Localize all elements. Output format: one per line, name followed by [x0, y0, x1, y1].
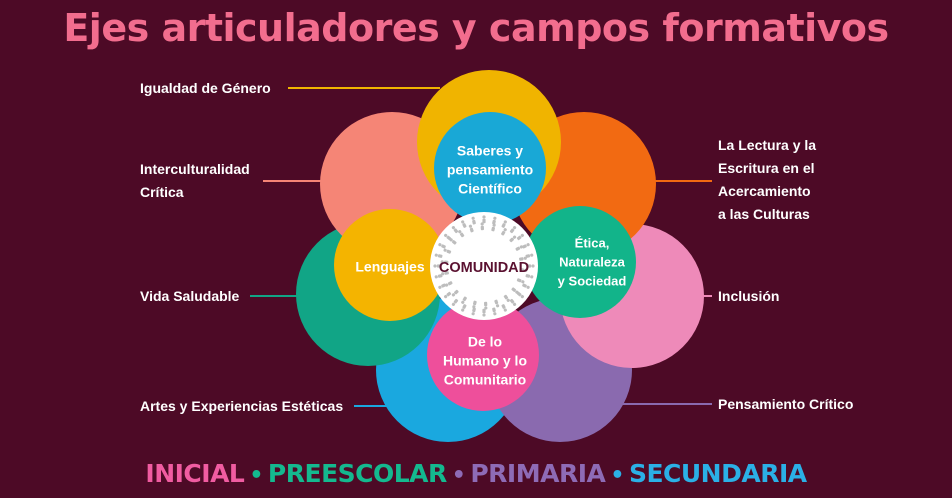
person-glyph [522, 243, 530, 249]
person-glyph [438, 283, 446, 289]
person-glyph [438, 243, 446, 249]
person-glyph [482, 308, 486, 317]
person-glyph [451, 226, 459, 234]
person-glyph [526, 264, 535, 268]
person-glyph [441, 271, 449, 276]
field-label-etica: Ética, Naturaleza y Sociedad [557, 235, 627, 289]
level-separator: • [451, 463, 466, 488]
person-glyph [491, 223, 496, 232]
education-levels: INICIAL•PREESCOLAR•PRIMARIA•SECUNDARIA [0, 456, 952, 494]
person-glyph [516, 233, 524, 241]
person-glyph [525, 274, 534, 279]
person-glyph [501, 228, 507, 236]
person-glyph [449, 238, 457, 245]
person-glyph [480, 222, 484, 231]
person-glyph [445, 281, 453, 287]
person-glyph [434, 274, 443, 279]
person-glyph [501, 220, 507, 228]
person-glyph [494, 299, 500, 308]
field-label-saberes: Saberes y pensamiento Científico [446, 142, 534, 197]
person-glyph [484, 301, 488, 310]
person-glyph [471, 307, 476, 316]
person-glyph [492, 307, 497, 316]
person-glyph [461, 296, 467, 304]
person-glyph [443, 248, 452, 254]
axis-label-pensamiento: Pensamiento Crítico [718, 396, 854, 412]
person-glyph [516, 278, 525, 284]
field-label-lenguajes: Lenguajes [355, 258, 425, 275]
axis-label-vida: Vida Saludable [140, 288, 240, 304]
person-glyph [468, 224, 474, 233]
person-glyph [458, 230, 465, 238]
axis-label-igualdad: Igualdad de Género [140, 80, 271, 96]
person-glyph [522, 283, 530, 289]
level-preescolar: PREESCOLAR [267, 459, 447, 488]
person-glyph [482, 215, 486, 224]
person-glyph [515, 245, 523, 251]
person-glyph [444, 291, 452, 299]
level-secundaria: SECUNDARIA [628, 459, 807, 488]
page-title: Ejes articuladores y campos formativos [63, 6, 889, 50]
person-glyph [511, 287, 519, 294]
axis-label-interculturalidad: Interculturalidad Crítica [140, 161, 250, 200]
person-glyph [472, 300, 477, 309]
person-glyph [471, 216, 476, 225]
person-glyph [509, 235, 517, 243]
field-etica [524, 206, 636, 318]
person-glyph [461, 304, 467, 312]
person-glyph [440, 260, 449, 264]
field-saberes [434, 112, 546, 224]
field-lenguajes [334, 209, 446, 321]
axis-label-lectura: La Lectura y la Escritura en el Acercami… [718, 137, 817, 222]
person-glyph [451, 289, 459, 297]
level-primaria: PRIMARIA [470, 459, 606, 488]
person-glyph [519, 268, 528, 272]
center-inner-disc [450, 232, 518, 300]
axis-label-artes: Artes y Experiencias Estéticas [140, 398, 344, 414]
field-label-humano: De lo Humano y lo Comunitario [442, 333, 528, 388]
person-glyph [509, 298, 517, 306]
person-glyph [519, 256, 527, 261]
person-glyph [451, 298, 459, 306]
person-glyph [461, 220, 467, 228]
level-inicial: INICIAL [145, 459, 245, 488]
person-glyph [503, 294, 510, 302]
level-separator: • [249, 463, 263, 488]
person-glyph [433, 264, 442, 268]
person-glyph [509, 226, 517, 234]
person-glyph [492, 216, 497, 225]
person-glyph [525, 253, 534, 258]
field-humano [427, 299, 539, 411]
level-separator: • [610, 463, 624, 488]
center-label: COMUNIDAD [438, 260, 530, 276]
community-people-icon [433, 215, 535, 317]
person-glyph [434, 253, 443, 258]
axis-label-inclusion: Inclusión [718, 288, 780, 304]
person-glyph [501, 304, 507, 312]
